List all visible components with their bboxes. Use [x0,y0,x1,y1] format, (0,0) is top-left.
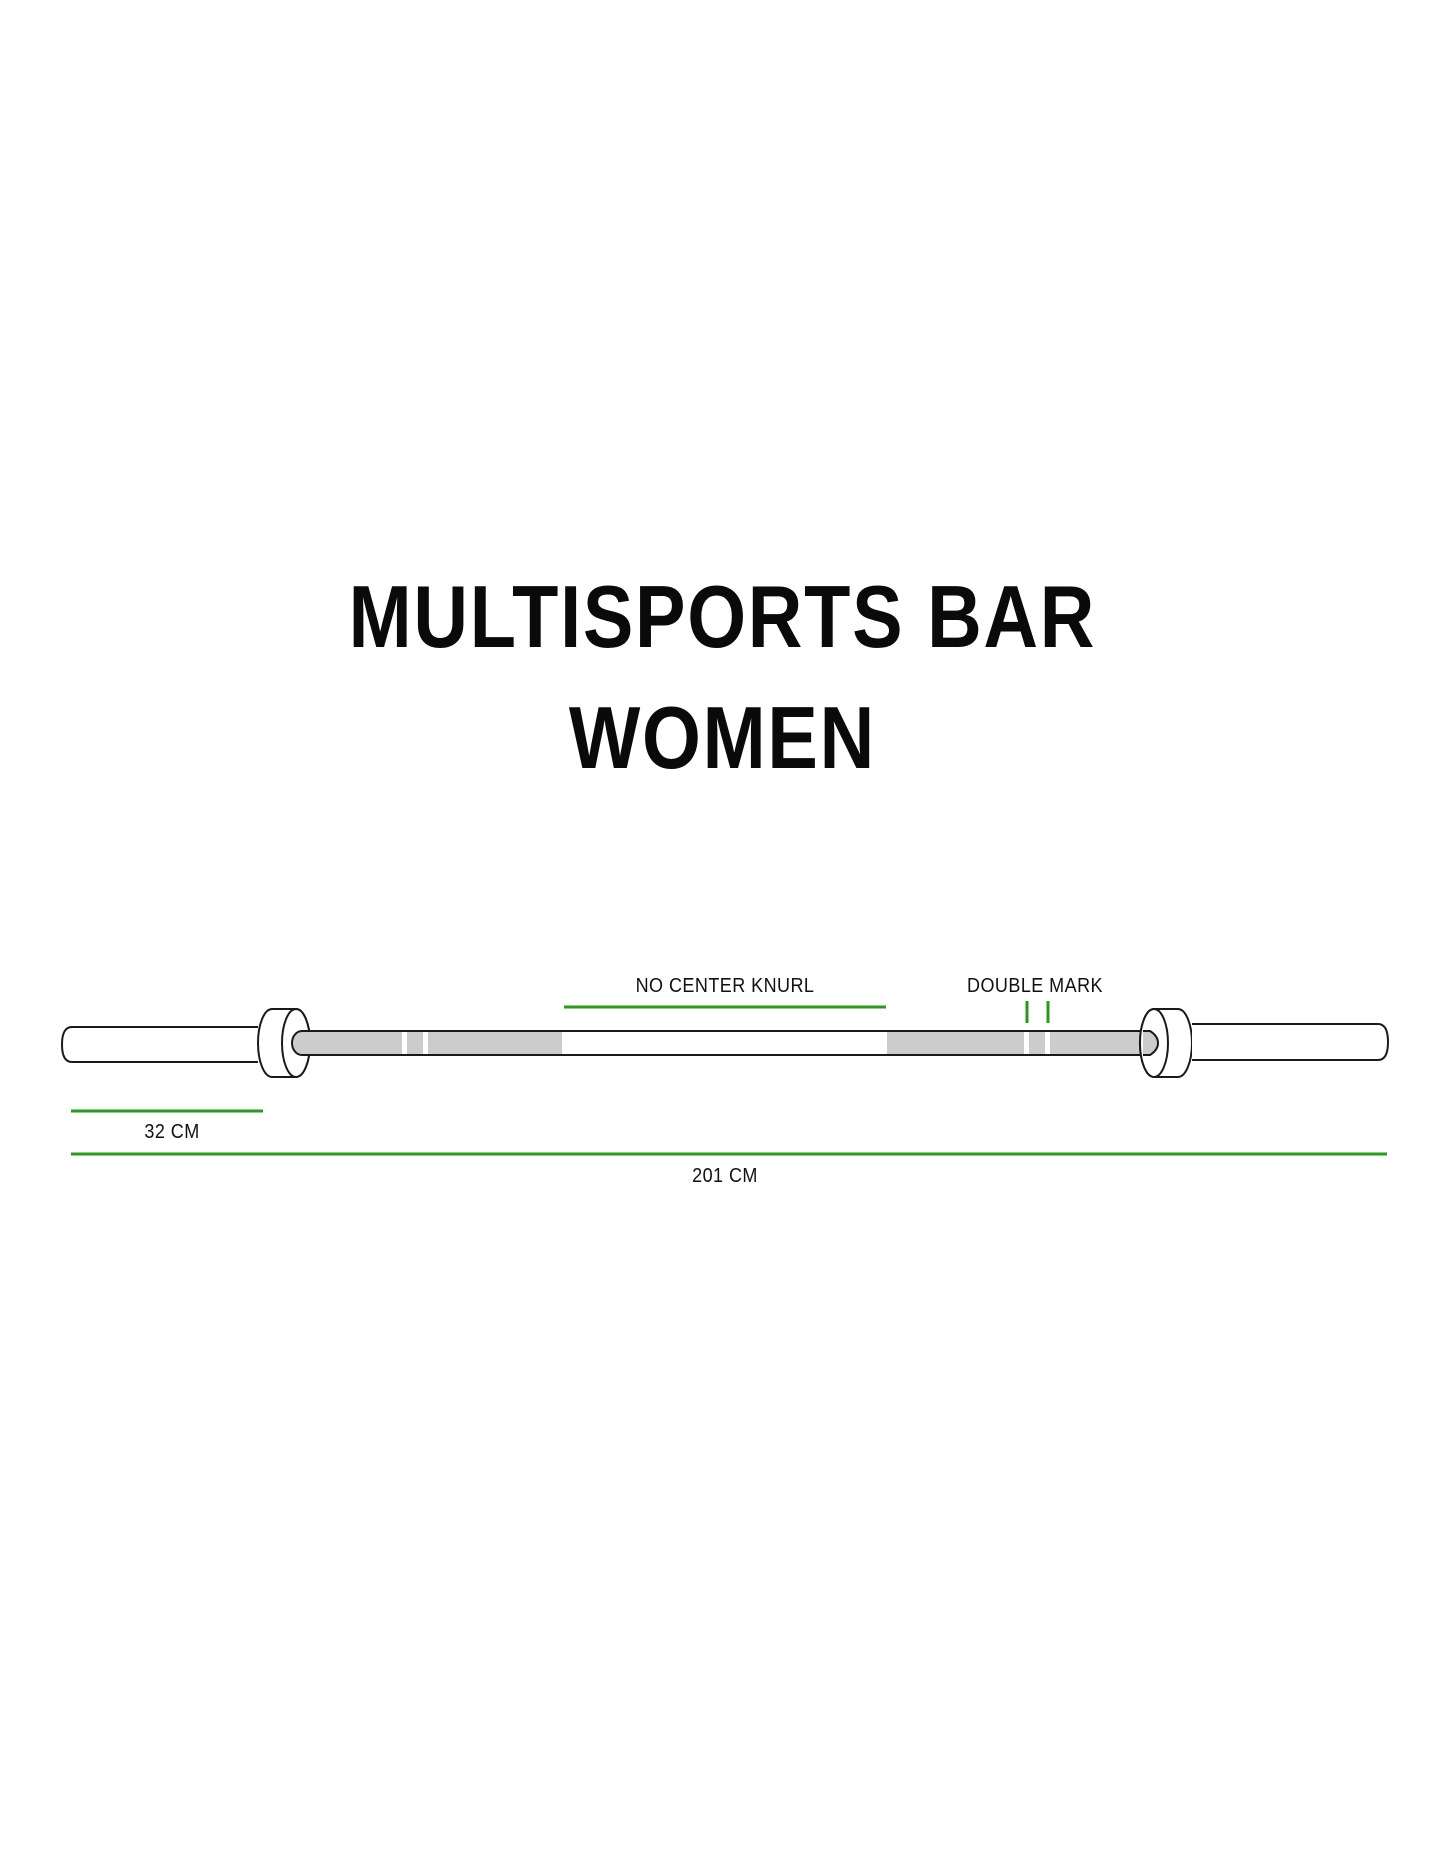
no-center-knurl-label: NO CENTER KNURL [635,975,815,997]
left-mark-2 [423,1032,428,1054]
right-sleeve [1192,1023,1390,1061]
smooth-center-section [562,1032,887,1054]
right-collar [1139,1008,1193,1078]
total-length-label: 201 CM [692,1165,758,1187]
right-mark-1 [1024,1032,1029,1054]
double-mark-label: DOUBLE MARK [967,975,1103,997]
right-mark-2 [1045,1032,1050,1054]
left-sleeve [60,1026,258,1063]
bar-shaft [291,1030,1156,1056]
sleeve-length-label: 32 CM [144,1121,200,1143]
title-line-1: MULTISPORTS BAR [348,567,1097,666]
left-mark-1 [402,1032,407,1054]
title-line-2: WOMEN [568,688,876,787]
